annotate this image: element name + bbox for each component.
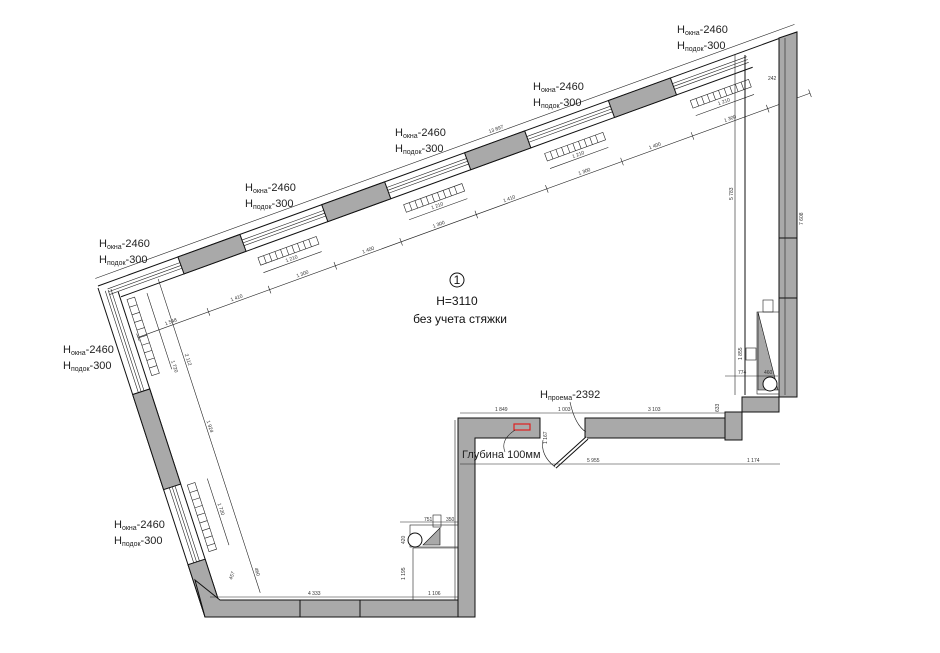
window-height-label: Hокна-2460 (395, 127, 446, 140)
dim-right-fixture-d: 460 (764, 370, 773, 376)
window-height-label: Hокна-2460 (245, 182, 296, 195)
room-note: без учета стяжки (413, 312, 507, 326)
dim-radiator: 1 210 (717, 97, 731, 107)
sill-height-label: Hподок-300 (395, 143, 444, 156)
dim-radiator: 1 210 (572, 150, 586, 160)
dim-bottom: 420 (401, 535, 407, 544)
depth-arrow (503, 429, 516, 453)
dim-middle: 1 849 (495, 407, 508, 413)
room-number-circle (449, 272, 465, 288)
window-labels: Hокна-2460Hподок-300Hокна-2460Hподок-300… (63, 24, 728, 548)
door (542, 436, 589, 469)
middle-wall-right (584, 417, 726, 439)
dim-top-chain: 1 300 (578, 167, 592, 177)
radiator (186, 482, 217, 552)
dim-right-fixture: 1 855 (738, 347, 744, 360)
dim-top-chain: 1 400 (361, 245, 375, 255)
dim-top-chain: 1 400 (648, 141, 662, 151)
sill-height-label: Hподок-300 (99, 254, 148, 267)
dim-left: 2 112 (183, 353, 193, 367)
dim-bottom: 1 106 (428, 591, 441, 597)
dim-bottom: 457 (228, 571, 237, 581)
dim-left: 460 (253, 567, 261, 577)
dim-bottom: 4 333 (308, 591, 321, 597)
dim-middle: 1 003 (558, 407, 571, 413)
dim-right-fixture-w: 774 (738, 370, 747, 376)
room-number: 1 (454, 273, 461, 287)
wall-pier (321, 181, 392, 223)
dim-middle-long: 5 955 (587, 458, 600, 464)
sill-height-label: Hподок-300 (245, 198, 294, 211)
dim-top-chain: 1 548 (164, 317, 178, 327)
dim-middle: 633 (715, 403, 721, 412)
wall-pier (177, 233, 247, 275)
dim-top-chain: 1 410 (502, 194, 516, 204)
dim-middle: 1 167 (543, 431, 549, 444)
dim-radiator: 1 210 (285, 254, 299, 264)
window-height-label: Hокна-2460 (533, 81, 584, 94)
dim-bottom: 350 (446, 517, 455, 523)
bottom-wall (194, 578, 459, 618)
sill-height-label: Hподок-300 (533, 97, 582, 110)
window-height-label: Hокна-2460 (114, 519, 165, 532)
top-wall: 13 897 1 210 1 210 1 210 1 210 1 548 1 4… (95, 24, 812, 342)
radiators (257, 79, 752, 266)
depth-label: Глубина 100мм (462, 449, 541, 461)
dim-left: 1 720 (169, 360, 179, 374)
dim-top-chain: 1 300 (296, 269, 310, 279)
dim-top-chain: 1 300 (432, 220, 446, 230)
window-height-label: Hокна-2460 (63, 344, 114, 357)
window-height-label: Hокна-2460 (677, 24, 728, 37)
dim-top-chain: 1 300 (723, 114, 737, 124)
dim-right-outer: 7 608 (799, 212, 805, 225)
dim-middle: 3 103 (648, 407, 661, 413)
dim-left: 1 720 (216, 502, 226, 516)
dim-left: 1 924 (205, 420, 215, 434)
middle-wall-left (457, 417, 541, 618)
wall-pier (463, 130, 532, 171)
sill-height-label: Hподок-300 (114, 535, 163, 548)
dim-middle-right: 1 174 (747, 458, 760, 464)
dim-right-inner: 5 783 (729, 187, 735, 200)
left-wall: 2 112 1 720 1 924 1 720 460 (97, 278, 261, 618)
dim-bottom: 751 (424, 517, 433, 523)
window-height-label: Hокна-2460 (99, 238, 150, 251)
dim-bottom: 1 195 (401, 567, 407, 580)
wall-pier (607, 77, 678, 119)
dim-radiator: 1 210 (431, 201, 445, 211)
dim-top-chain: 1 410 (230, 293, 244, 303)
sill-height-label: Hподок-300 (63, 360, 112, 373)
wall-pier (132, 388, 182, 491)
opening-height-label: Hпроема-2392 (540, 389, 600, 402)
fixture-bottom (407, 514, 459, 600)
sill-height-label: Hподок-300 (677, 40, 726, 53)
opening-arrow (569, 401, 587, 433)
room-height: H=3110 (436, 294, 478, 308)
dim-right-top: 242 (768, 76, 777, 82)
depth-marker (513, 423, 531, 431)
fixture-right (745, 299, 780, 395)
windows (107, 56, 749, 295)
dim-top-overall: 13 897 (488, 124, 505, 135)
